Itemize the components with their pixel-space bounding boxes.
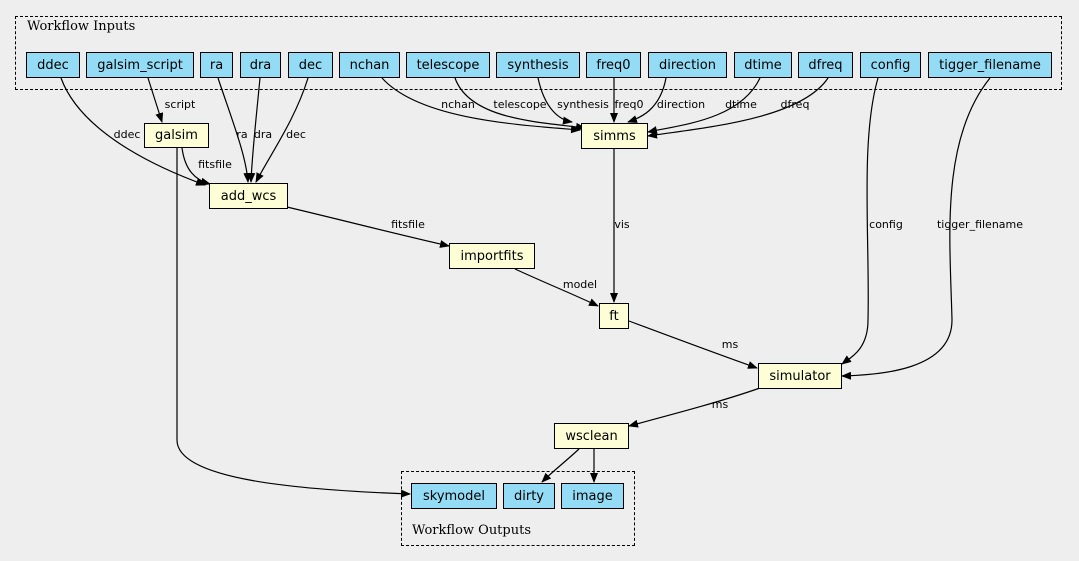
input-node-tigger-filename[interactable]: tigger_filename	[928, 52, 1052, 78]
edge-dec-to-add-wcs	[255, 77, 309, 183]
edge-direction-to-simms	[627, 77, 667, 123]
step-node-ft[interactable]: ft	[599, 303, 629, 329]
edge-label-simms-to-ft: vis	[614, 218, 630, 231]
edge-label-config-to-simulator: config	[869, 218, 903, 231]
edge-label-importfits-to-ft: model	[563, 278, 597, 291]
edge-label-ft-to-simulator: ms	[722, 338, 739, 351]
input-node-synthesis[interactable]: synthesis	[496, 52, 580, 78]
edge-label-galsim-to-add-wcs: fitsfile	[198, 158, 232, 171]
input-node-freq0[interactable]: freq0	[586, 52, 641, 78]
edge-label-dtime-to-simms: dtime	[725, 98, 757, 111]
step-node-simms[interactable]: simms	[581, 123, 648, 149]
workflow-outputs-group	[401, 471, 635, 546]
input-node-nchan[interactable]: nchan	[339, 52, 400, 78]
edge-galsim-to-skymodel	[176, 148, 411, 498]
input-node-dra[interactable]: dra	[240, 52, 281, 78]
input-node-dfreq[interactable]: dfreq	[798, 52, 853, 78]
edge-label-freq0-to-simms: freq0	[615, 98, 644, 111]
edge-label-galsim-script-to-galsim: script	[165, 98, 196, 111]
step-node-simulator[interactable]: simulator	[758, 363, 842, 389]
edge-ddec-to-add-wcs	[60, 77, 206, 186]
edge-synthesis-to-simms	[537, 77, 573, 125]
edge-label-add-wcs-to-importfits: fitsfile	[391, 218, 425, 231]
edge-label-dfreq-to-simms: dfreq	[781, 98, 810, 111]
edge-label-telescope-to-simms: telescope	[493, 98, 546, 111]
input-node-dec[interactable]: dec	[288, 52, 333, 78]
edge-telescope-to-simms	[454, 77, 586, 131]
step-node-importfits[interactable]: importfits	[449, 243, 535, 269]
edge-wsclean-to-dirty	[541, 448, 580, 483]
output-node-dirty[interactable]: dirty	[503, 483, 555, 509]
edge-dra-to-add-wcs	[247, 77, 261, 183]
workflow-outputs-label: Workflow Outputs	[412, 523, 531, 538]
edge-dfreq-to-simms	[647, 77, 829, 139]
edge-label-direction-to-simms: direction	[657, 98, 705, 111]
edge-nchan-to-simms	[381, 77, 581, 134]
edge-label-nchan-to-simms: nchan	[441, 98, 475, 111]
output-node-image[interactable]: image	[561, 483, 624, 509]
edge-label-synthesis-to-simms: synthesis	[557, 98, 609, 111]
edge-galsim-to-add-wcs	[181, 147, 211, 186]
edge-label-dra-to-add-wcs: dra	[254, 128, 272, 141]
workflow-inputs-label: Workflow Inputs	[27, 19, 136, 34]
step-node-galsim[interactable]: galsim	[144, 123, 209, 148]
input-node-direction[interactable]: direction	[648, 52, 727, 78]
edge-label-simulator-to-wsclean: ms	[712, 398, 729, 411]
edge-ft-to-simulator	[628, 320, 758, 369]
edge-label-tigger-filename-to-simulator: tigger_filename	[937, 218, 1023, 231]
workflow-inputs-group	[15, 16, 1062, 90]
edge-label-dec-to-add-wcs: dec	[286, 128, 306, 141]
edge-dtime-to-simms	[647, 77, 761, 134]
edge-config-to-simulator	[841, 77, 879, 365]
input-node-dtime[interactable]: dtime	[734, 52, 792, 78]
edge-tigger-filename-to-simulator	[841, 77, 991, 380]
edge-ra-to-add-wcs	[217, 77, 252, 183]
edge-importfits-to-ft	[514, 268, 599, 307]
edge-add-wcs-to-importfits	[286, 206, 450, 248]
edge-simulator-to-wsclean	[628, 387, 761, 428]
input-node-telescope[interactable]: telescope	[406, 52, 490, 78]
input-node-ddec[interactable]: ddec	[26, 52, 80, 78]
step-node-add-wcs[interactable]: add_wcs	[209, 183, 288, 209]
edge-galsim-script-to-galsim	[147, 77, 164, 123]
input-node-galsim-script[interactable]: galsim_script	[86, 52, 194, 78]
edge-label-ra-to-add-wcs: ra	[236, 128, 247, 141]
edge-label-ddec-to-add-wcs: ddec	[114, 128, 141, 141]
output-node-skymodel[interactable]: skymodel	[411, 483, 497, 509]
input-node-config[interactable]: config	[860, 52, 921, 78]
input-node-ra[interactable]: ra	[200, 52, 233, 78]
step-node-wsclean[interactable]: wsclean	[554, 423, 629, 449]
